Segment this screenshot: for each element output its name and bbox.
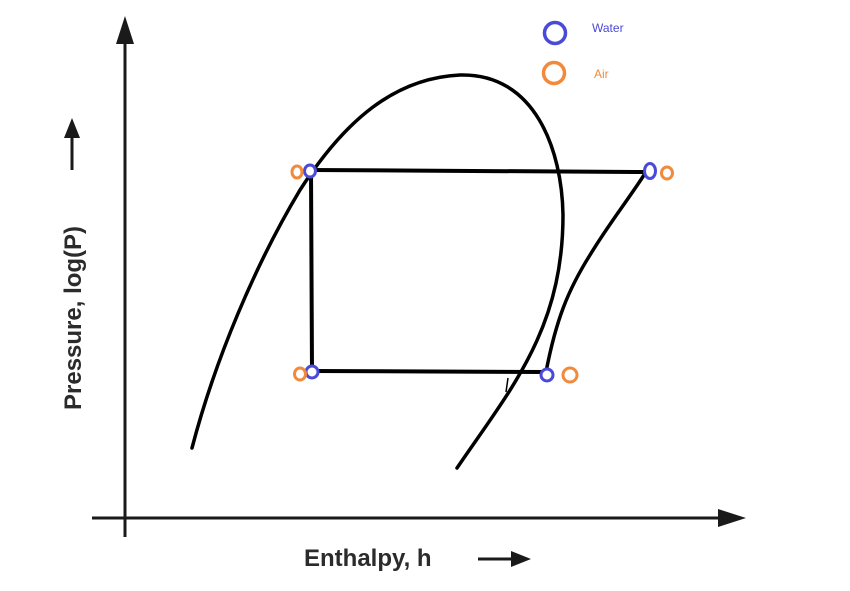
legend-air-label: Air [594,67,609,81]
air-marker-top-left [290,164,304,180]
refrigeration-cycle [309,168,648,393]
cycle-top-line [309,168,646,174]
water-marker-bottom-left [304,364,320,380]
saturation-dome [190,73,565,470]
cycle-left-line [309,171,314,372]
cycle-small-tick [505,377,509,393]
air-markers [290,164,674,384]
air-marker-bottom-right [561,366,579,384]
air-marker-bottom-left [293,366,307,382]
water-marker-bottom-right [539,367,555,383]
legend-water-label: Water [592,21,624,35]
air-marker-top-right [660,165,674,181]
legend-air-symbol [541,60,567,86]
water-markers [303,162,657,383]
y-axis-title: Pressure, log(P) [60,226,87,410]
x-axis [92,509,746,527]
water-marker-top-right [643,162,657,180]
water-marker-top-left [303,163,317,179]
cycle-compression-line [544,170,648,374]
x-axis-title-arrow [478,551,531,567]
legend-water-symbol [542,20,568,46]
cycle-bottom-line [311,369,547,374]
y-axis [116,16,134,537]
y-axis-title-arrow [64,118,80,170]
x-axis-arrowhead [718,509,746,527]
x-axis-title: Enthalpy, h [304,545,432,572]
legend: Water Air [541,20,624,86]
y-axis-arrowhead [116,16,134,44]
